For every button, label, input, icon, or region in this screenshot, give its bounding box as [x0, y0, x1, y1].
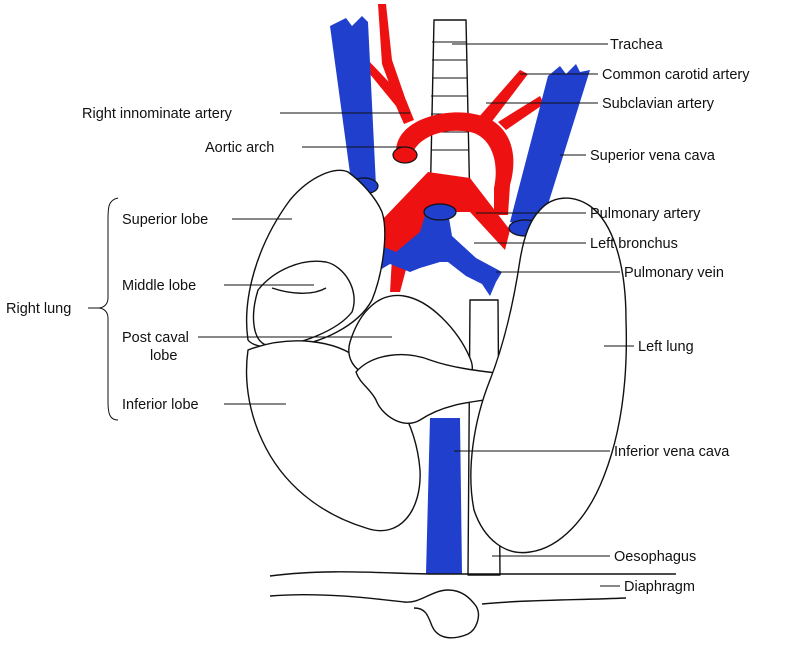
- label-pulmonary-artery: Pulmonary artery: [590, 206, 701, 222]
- label-oesophagus: Oesophagus: [614, 549, 696, 565]
- label-left-bronchus: Left bronchus: [590, 236, 678, 252]
- left-subclavian-shape: [498, 96, 544, 130]
- label-middle-lobe: Middle lobe: [122, 278, 196, 294]
- diaphragm-shape: [269, 571, 676, 639]
- right-lung-shape: [245, 169, 524, 532]
- label-trachea: Trachea: [610, 37, 664, 53]
- left-carotid-artery: [378, 4, 410, 118]
- label-superior-vena-cava: Superior vena cava: [590, 148, 716, 164]
- subclavian-artery-shape: [478, 70, 528, 124]
- aortic-arch-shape: [396, 112, 514, 215]
- label-aortic-arch: Aortic arch: [205, 140, 274, 156]
- left-lung-shape: [470, 197, 628, 554]
- right-innominate-vein-shape: [330, 16, 376, 188]
- label-left-lung: Left lung: [638, 339, 694, 355]
- label-superior-lobe: Superior lobe: [122, 212, 208, 228]
- label-post-caval-lobe-line2: lobe: [150, 348, 177, 364]
- superior-vena-cava-shape: [510, 64, 590, 230]
- label-right-innominate-artery: Right innominate artery: [82, 106, 233, 122]
- pulmonary-artery-shape: [380, 172, 510, 292]
- right-carotid-artery: [360, 58, 414, 124]
- labels: Trachea Common carotid artery Subclavian…: [6, 37, 750, 595]
- label-inferior-lobe: Inferior lobe: [122, 397, 199, 413]
- inferior-vena-cava-shape: [426, 418, 462, 574]
- label-diaphragm: Diaphragm: [624, 579, 695, 595]
- label-subclavian-artery: Subclavian artery: [602, 96, 715, 112]
- leader-lines: [88, 43, 634, 587]
- label-inferior-vena-cava: Inferior vena cava: [614, 444, 730, 460]
- label-common-carotid-artery: Common carotid artery: [602, 67, 750, 83]
- arteries: [360, 4, 544, 292]
- label-pulmonary-vein: Pulmonary vein: [624, 265, 724, 281]
- pulmonary-vein-cut-end: [423, 203, 457, 221]
- aortic-arch-cut-end: [392, 146, 418, 164]
- pulmonary-vein-shape: [350, 212, 502, 296]
- label-right-lung: Right lung: [6, 301, 71, 317]
- label-post-caval-lobe-line1: Post caval: [122, 330, 189, 346]
